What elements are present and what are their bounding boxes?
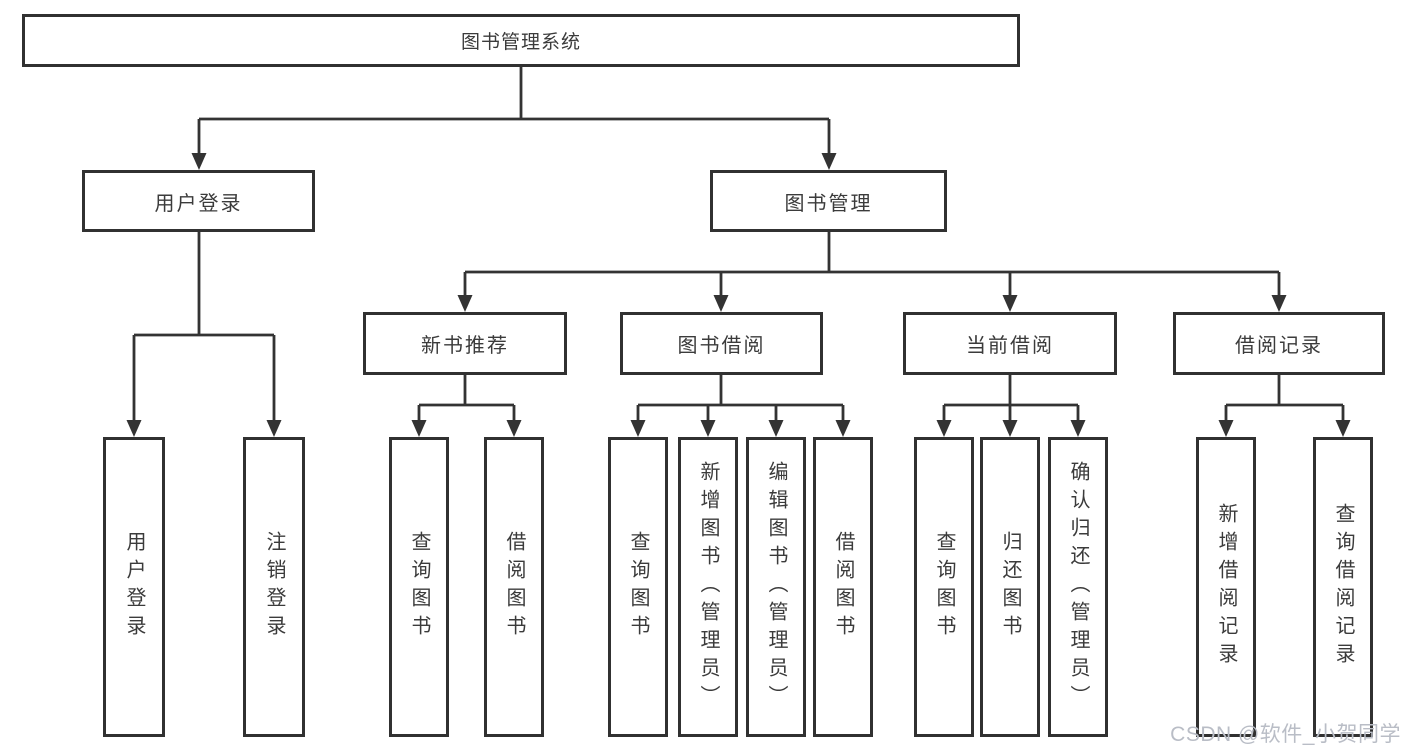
node-label: 用户登录: [154, 192, 243, 215]
node-label: 图书管理: [784, 192, 873, 215]
node-label: 确认归还（管理员）: [1067, 461, 1089, 713]
node-book-borrowing: 图书借阅: [620, 312, 823, 375]
node-query-books-3: 查询图书: [914, 437, 974, 737]
node-book-management: 图书管理: [710, 170, 947, 232]
node-label: 查询图书: [408, 531, 430, 643]
node-label: 编辑图书（管理员）: [765, 461, 787, 713]
node-label: 图书借阅: [677, 335, 766, 357]
node-label: 借阅记录: [1235, 335, 1323, 357]
node-add-borrow-record: 新增借阅记录: [1196, 437, 1256, 737]
node-add-books-admin: 新增图书（管理员）: [678, 437, 738, 737]
node-current-borrowing: 当前借阅: [903, 312, 1117, 375]
node-label: 借阅图书: [832, 531, 854, 643]
node-borrow-books-2: 借阅图书: [813, 437, 873, 737]
node-logout: 注销登录: [243, 437, 305, 737]
node-label: 用户登录: [123, 531, 145, 643]
node-library-system: 图书管理系统: [22, 14, 1020, 67]
node-label: 新增图书（管理员）: [697, 461, 719, 713]
node-query-books-1: 查询图书: [389, 437, 449, 737]
node-label: 图书管理系统: [460, 32, 581, 53]
node-edit-books-admin: 编辑图书（管理员）: [746, 437, 806, 737]
node-label: 借阅图书: [503, 531, 525, 643]
node-new-book-recommend: 新书推荐: [363, 312, 567, 375]
node-label: 查询图书: [933, 531, 955, 643]
node-label: 查询借阅记录: [1332, 503, 1354, 671]
node-borrow-records: 借阅记录: [1173, 312, 1385, 375]
node-return-books: 归还图书: [980, 437, 1040, 737]
watermark: CSDN @软件_小贺同学: [1170, 723, 1401, 746]
node-query-borrow-record: 查询借阅记录: [1313, 437, 1373, 737]
node-label: 查询图书: [627, 531, 649, 643]
node-label: 新增借阅记录: [1215, 503, 1237, 671]
node-borrow-books-1: 借阅图书: [484, 437, 544, 737]
node-label: 注销登录: [263, 531, 285, 643]
node-query-books-2: 查询图书: [608, 437, 668, 737]
node-label: 归还图书: [999, 531, 1021, 643]
node-label: 新书推荐: [421, 335, 509, 357]
node-confirm-return-admin: 确认归还（管理员）: [1048, 437, 1108, 737]
node-user-login: 用户登录: [82, 170, 315, 232]
node-label: 当前借阅: [966, 335, 1054, 357]
node-user-login-action: 用户登录: [103, 437, 165, 737]
